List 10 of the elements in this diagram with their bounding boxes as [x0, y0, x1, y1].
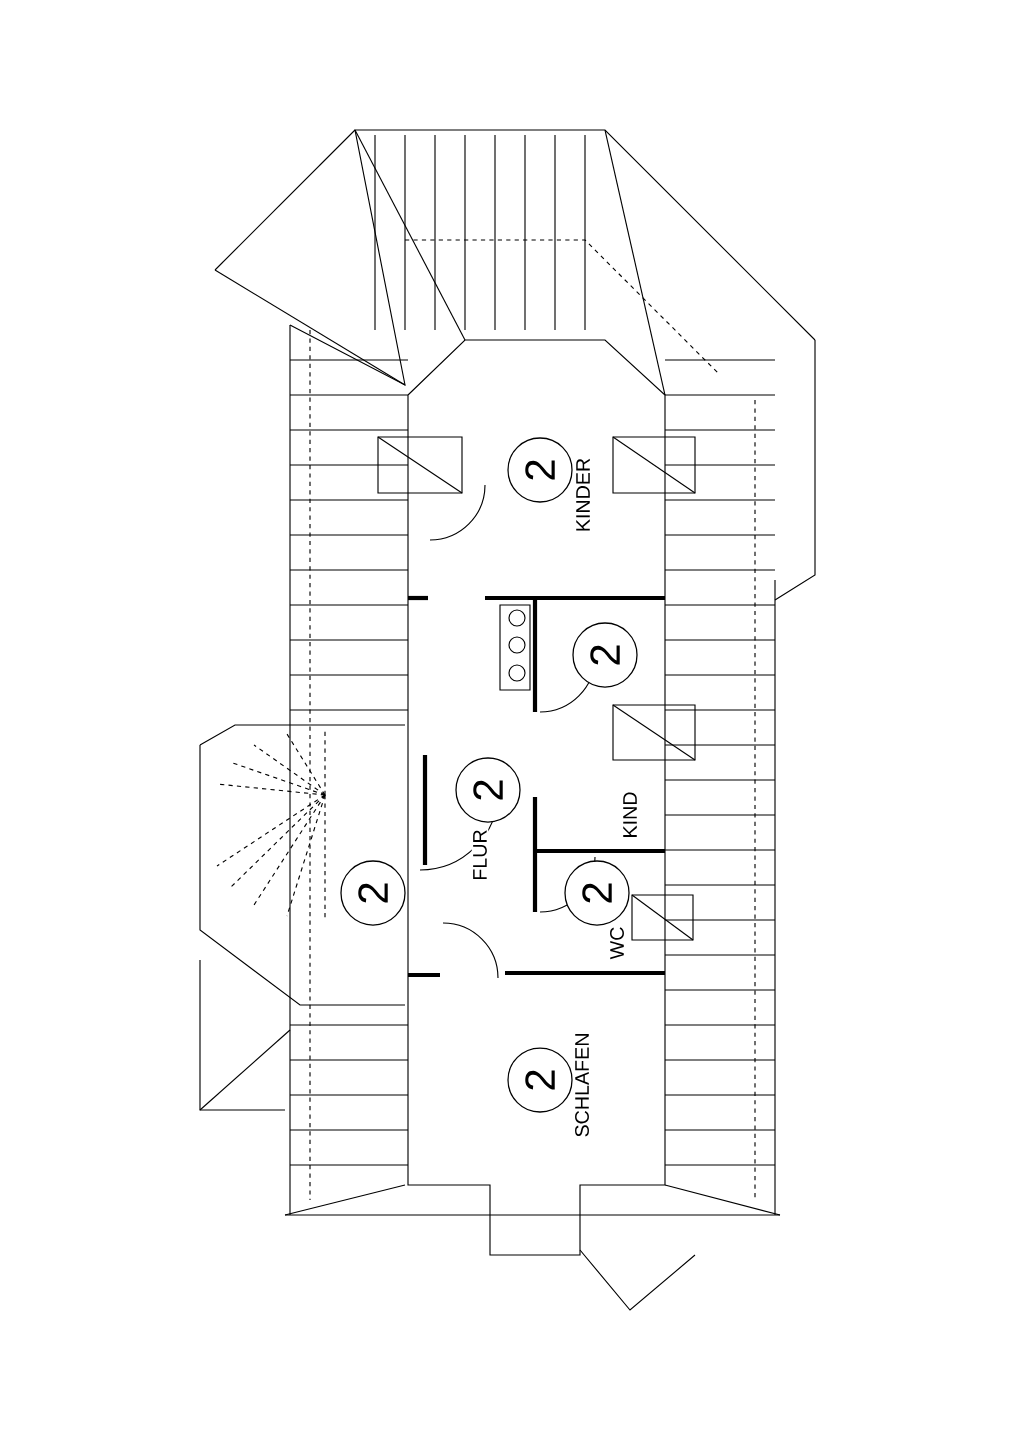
room-label: KINDER [574, 456, 592, 534]
room-label: KIND [621, 790, 639, 840]
room-number: 2 [507, 1047, 573, 1113]
room-label: SCHLAFEN [573, 1031, 591, 1139]
room-number: 2 [564, 860, 630, 926]
room-label: FLUR [471, 827, 489, 883]
room-number: 2 [572, 622, 638, 688]
room-number: 2 [507, 437, 573, 503]
room-number: 2 [340, 860, 406, 926]
room-number: 2 [455, 757, 521, 823]
